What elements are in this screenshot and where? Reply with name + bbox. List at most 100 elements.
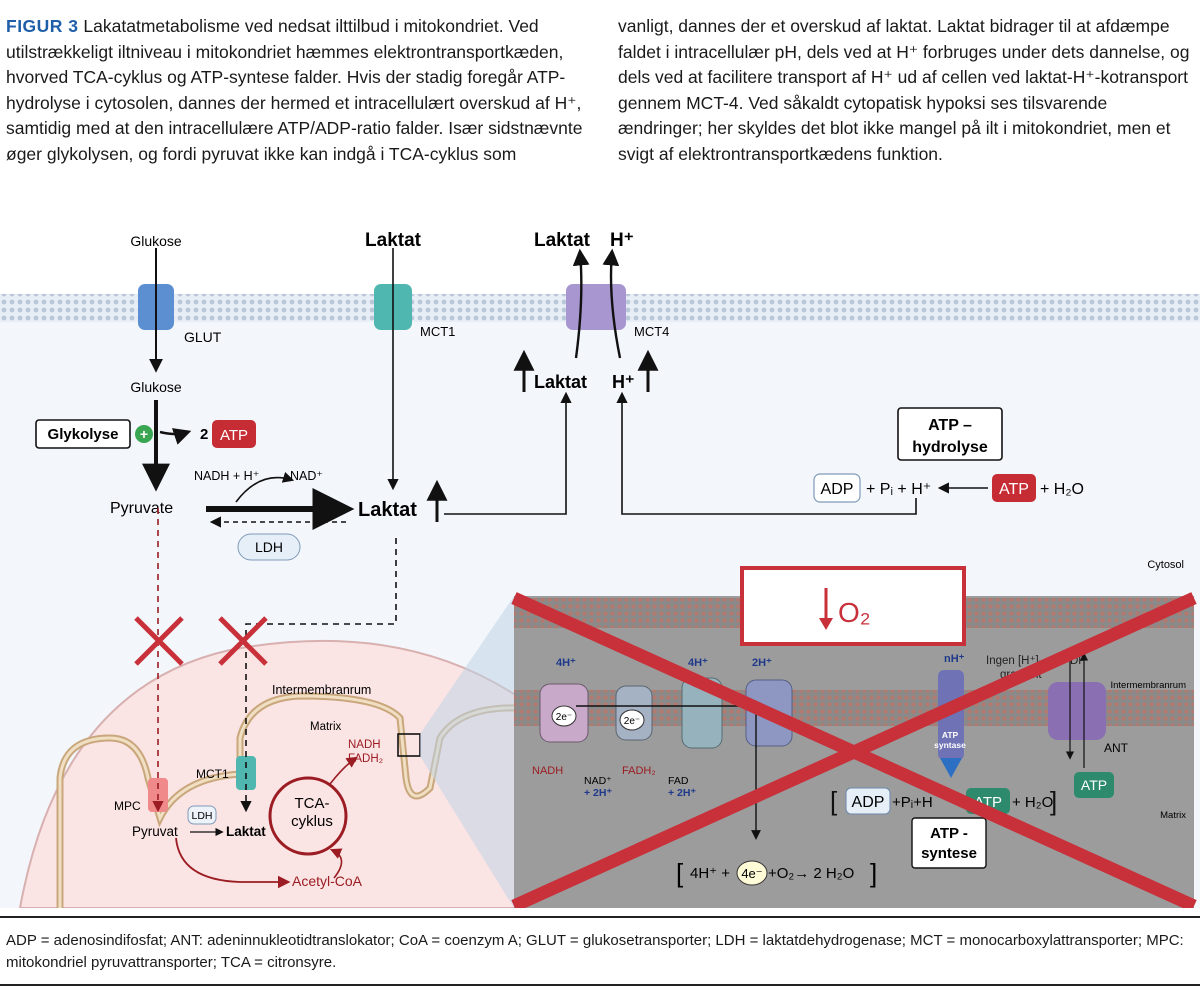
inset-2e-a: 2e⁻	[556, 712, 572, 723]
inset-intermembrane: Intermembranrum	[1111, 680, 1187, 691]
inset-2e-a-circle	[551, 705, 577, 727]
glut-label: GLUT	[184, 329, 222, 345]
inset-ant: ANT	[1104, 741, 1129, 755]
eq-4e: 4e⁻	[741, 866, 762, 881]
inset-cross	[511, 592, 1197, 908]
inset-nh: nH⁺	[944, 653, 965, 665]
adp-box	[813, 473, 861, 503]
atp-syntese-line2: syntese	[921, 845, 977, 862]
acetyl-into-tca-arrow	[329, 848, 343, 879]
inset-h2o: + H₂O	[1012, 794, 1053, 811]
tca-label: TCA-cyklus	[291, 795, 333, 830]
inset-nad-2h: NAD⁺+ 2H⁺	[584, 775, 612, 799]
acetyl-arrow	[175, 837, 291, 889]
caption-right: vanligt, dannes der et overskud af lakta…	[618, 16, 1190, 164]
glucose-mid-label: Glukose	[130, 379, 182, 395]
inset-2h: 2H⁺	[752, 657, 772, 669]
eq-4e-circle	[736, 860, 768, 886]
ldh-label: LDH	[255, 539, 283, 555]
lactate-top-label: Laktat	[365, 230, 422, 251]
inset-2e-b-circle	[619, 709, 645, 731]
eq-bracket-close: ]	[870, 858, 877, 888]
ldh-pill	[237, 533, 301, 561]
glut-transporter	[138, 248, 174, 373]
mitochondrion	[18, 639, 521, 908]
glycolysis-box	[35, 419, 131, 449]
atp-yield-arrow	[159, 428, 192, 445]
inset-2h-line: + 2H⁺	[584, 787, 612, 799]
inset-4h-b: 4H⁺	[688, 657, 708, 669]
footnote-rule-bottom	[0, 984, 1200, 986]
atp-count: 2	[200, 426, 208, 443]
inset-atp-syntase-line1: ATP	[942, 730, 959, 740]
caption-left: FIGUR 3 Lakatatmetabolisme ved nedsat il…	[6, 14, 586, 167]
atp-badge-label: ATP	[220, 427, 248, 444]
lactate-metabolism-diagram: Glukose GLUT Glukose Glykolyse + 2 ATP P…	[0, 230, 1200, 908]
figure-label: FIGUR 3	[6, 16, 79, 36]
inset-nad-line: NAD⁺	[584, 775, 612, 787]
inset-nadh: NADH	[532, 765, 563, 777]
matrix-label: Matrix	[310, 721, 342, 733]
lactate-out-label: Laktat	[534, 230, 591, 251]
o2-down-arrow-head	[819, 618, 833, 630]
nadh-line: NADH	[348, 739, 381, 751]
footnote-rule-top	[0, 916, 1200, 918]
intermembrane-label: Intermembranrum	[272, 683, 371, 697]
mct1-transporter	[374, 248, 412, 491]
eq-rest: +O₂→ 2 H₂O	[768, 865, 854, 882]
inset-fad-2h-line: + 2H⁺	[668, 787, 696, 799]
mct1-mito-label: MCT1	[196, 767, 229, 781]
atp-hydrolysis-badge-label: ATP	[999, 481, 1029, 498]
ldh-mito-pill	[187, 805, 217, 825]
atp-hydrolysis-line1: ATP –	[928, 417, 972, 434]
mct4-label: MCT4	[634, 324, 669, 339]
inset-matrix: Matrix	[1160, 810, 1186, 821]
eq-bracket-open: [	[676, 858, 684, 888]
acetyl-label: Acetyl-CoA	[292, 873, 363, 889]
nad-label: NAD⁺	[290, 469, 323, 483]
nadh-arrow	[235, 471, 295, 503]
inset-4h-a: 4H⁺	[556, 657, 576, 669]
o2-label: O₂	[838, 597, 871, 628]
atp-syntese-box	[911, 817, 987, 869]
cytosol-label: Cytosol	[1147, 559, 1184, 571]
tca-cycle	[268, 776, 348, 856]
inset-2e-b: 2e⁻	[624, 716, 640, 727]
inset-atp-small: ATP	[1081, 777, 1107, 793]
adp-label: ADP	[821, 481, 854, 498]
atp-syntese-label: ATP - syntese	[921, 825, 977, 862]
h2o-label: + H₂O	[1040, 481, 1084, 498]
nadh-label: NADH + H⁺	[194, 469, 259, 483]
pyruvat-mito-label: Pyruvat	[132, 824, 178, 839]
proton-export-line	[616, 391, 917, 515]
h-in-label: H⁺	[612, 372, 635, 392]
tca-line2: cyklus	[291, 813, 333, 830]
pyruvate-label: Pyruvate	[110, 500, 173, 517]
lactate-export-line	[444, 391, 572, 515]
laktat-mito-label: Laktat	[226, 824, 266, 839]
atp-hydrolysis-box	[897, 407, 1003, 461]
lactate-main-label: Laktat	[358, 499, 417, 521]
mpc-label: MPC	[114, 799, 141, 813]
inset-fad-line: FAD	[668, 775, 689, 787]
footnote: ADP = adenosindifosfat; ANT: adeninnukle…	[6, 932, 1184, 971]
plus-symbol: +	[140, 426, 148, 442]
caption-left-text: Lakatatmetabolisme ved nedsat ilttilbud …	[6, 16, 583, 164]
inset-atp-syntase-line2: syntase	[934, 740, 966, 750]
ldh-mito-label: LDH	[191, 810, 212, 822]
h-out-label: H⁺	[610, 230, 634, 251]
glycolysis-label: Glykolyse	[48, 426, 119, 443]
cross-lactate	[218, 616, 268, 666]
atp-syntese-line1: ATP -	[930, 825, 968, 842]
eq-4h: 4H⁺ +	[690, 865, 730, 882]
cross-pyruvate	[134, 616, 184, 666]
inset-adp-box	[845, 787, 891, 815]
lactate-in-label: Laktat	[534, 372, 587, 392]
inset-pi-h: +Pᵢ+H	[892, 794, 933, 811]
inset-atp-small-box	[1074, 772, 1114, 798]
inset-ingen: Ingen [H⁺]-	[986, 655, 1043, 667]
glucose-top-label: Glukose	[130, 233, 182, 249]
inset-fadh2: FADH₂	[622, 765, 656, 777]
